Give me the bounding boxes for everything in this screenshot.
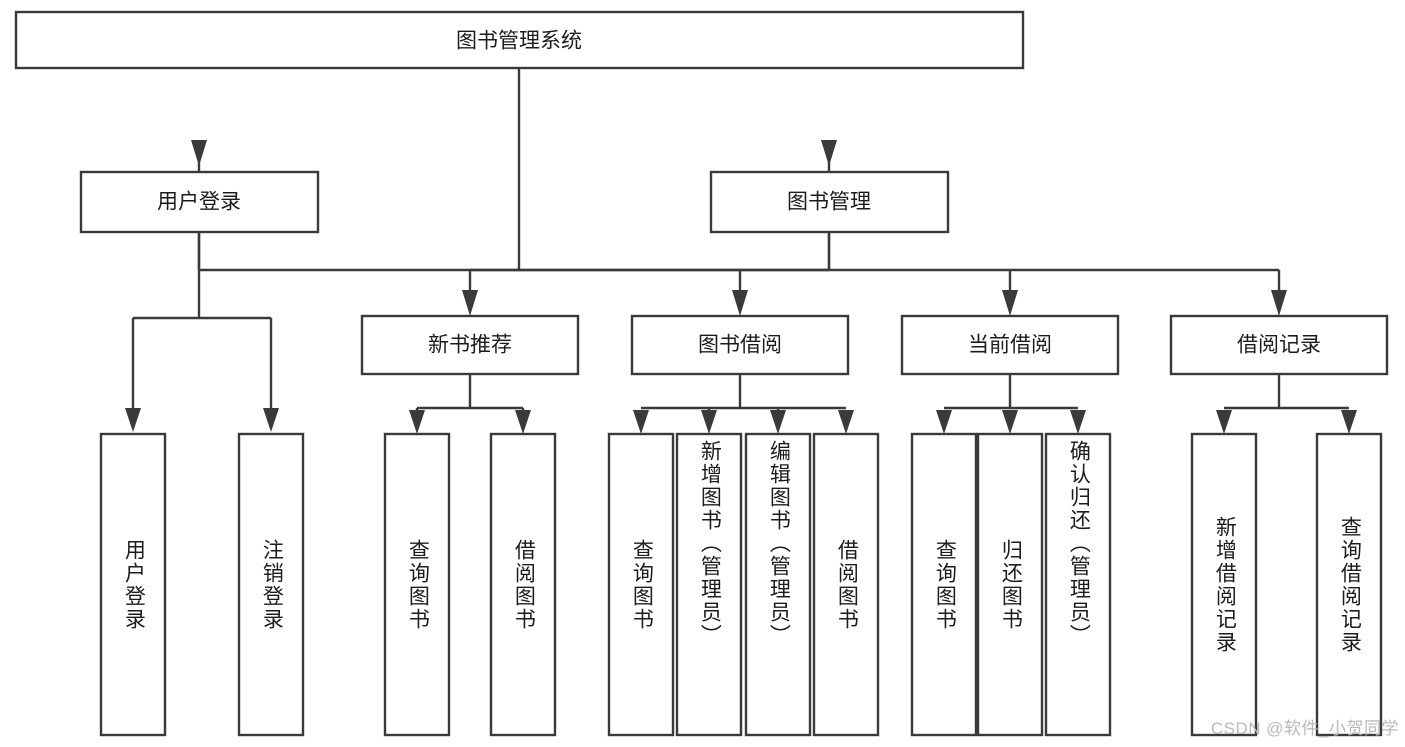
node-current-borrow-label: 当前借阅 [968, 334, 1052, 357]
arrowhead-user-login-leaf-1 [263, 408, 279, 432]
watermark: CSDN @软件_小贺同学 [1210, 719, 1399, 738]
arrowhead-bm-1 [732, 290, 748, 316]
node-user-login-box[interactable] [79, 170, 320, 234]
connector-group-root [191, 68, 837, 272]
node-new-book-recommend-box[interactable] [360, 314, 580, 376]
arrowhead-br-0 [1216, 410, 1232, 434]
arrowhead-nb-1 [515, 410, 531, 434]
connector-group-book-manage [462, 232, 1287, 316]
node-book-borrow[interactable]: 图书借阅 [630, 314, 850, 376]
arrowhead-cb-2 [1070, 410, 1086, 434]
arrowhead-br-1 [1341, 410, 1357, 434]
arrowhead-nb-0 [409, 410, 425, 434]
node-current-borrow-box[interactable] [900, 314, 1120, 376]
leaf-box-current-borrow-0[interactable] [910, 432, 978, 737]
arrowhead-bm-0 [462, 290, 478, 316]
arrowhead-bb-2 [770, 410, 786, 434]
arrowhead-bb-1 [701, 410, 717, 434]
node-root[interactable]: 图书管理系统 [14, 10, 1025, 70]
arrowhead-bb-3 [838, 410, 854, 434]
arrowhead-book-manage [821, 140, 837, 166]
leaf-box-book-borrow-0[interactable] [607, 432, 675, 737]
node-book-borrow-box[interactable] [630, 314, 850, 376]
node-new-book-recommend[interactable]: 新书推荐 [360, 314, 580, 376]
leaf-box-new-book-1[interactable] [489, 432, 557, 737]
leaf-box-borrow-record-0[interactable] [1190, 432, 1258, 737]
node-borrow-record[interactable]: 借阅记录 [1169, 314, 1389, 376]
node-root-box[interactable] [14, 10, 1025, 70]
arrowhead-user-login-leaf-0 [125, 408, 141, 432]
leaf-box-user-login-0[interactable] [99, 432, 167, 737]
leaf-box-book-borrow-1[interactable] [675, 432, 743, 737]
leaf-box-user-login-1[interactable] [237, 432, 305, 737]
connector-group-borrow-record [1216, 374, 1357, 434]
node-current-borrow[interactable]: 当前借阅 [900, 314, 1120, 376]
node-borrow-record-box[interactable] [1169, 314, 1389, 376]
leaf-box-current-borrow-1[interactable] [976, 432, 1044, 737]
connector-group-new-book [409, 374, 531, 434]
leaf-box-book-borrow-2[interactable] [744, 432, 812, 737]
connector-group-user-login [125, 232, 279, 432]
leaf-box-new-book-0[interactable] [383, 432, 451, 737]
node-book-manage-box[interactable] [709, 170, 950, 234]
arrowhead-bm-2 [1002, 290, 1018, 316]
node-new-book-recommend-label: 新书推荐 [428, 334, 512, 357]
node-book-manage[interactable]: 图书管理 [709, 170, 950, 234]
leaf-box-book-borrow-3[interactable] [812, 432, 880, 737]
arrowhead-bb-0 [633, 410, 649, 434]
arrowhead-cb-1 [1002, 410, 1018, 434]
node-borrow-record-label: 借阅记录 [1237, 334, 1321, 357]
leaf-box-current-borrow-2[interactable] [1044, 432, 1112, 737]
node-book-manage-label: 图书管理 [787, 191, 871, 214]
connector-group-current-borrow [936, 374, 1086, 434]
node-book-borrow-label: 图书借阅 [698, 334, 782, 357]
node-root-label: 图书管理系统 [456, 30, 582, 53]
leaf-box-borrow-record-1[interactable] [1315, 432, 1383, 737]
connector-group-book-borrow [633, 374, 854, 434]
node-user-login-label: 用户登录 [157, 191, 241, 214]
arrowhead-user-login [191, 140, 207, 166]
arrowhead-cb-0 [936, 410, 952, 434]
arrowhead-bm-3 [1271, 290, 1287, 316]
node-user-login[interactable]: 用户登录 [79, 170, 320, 234]
